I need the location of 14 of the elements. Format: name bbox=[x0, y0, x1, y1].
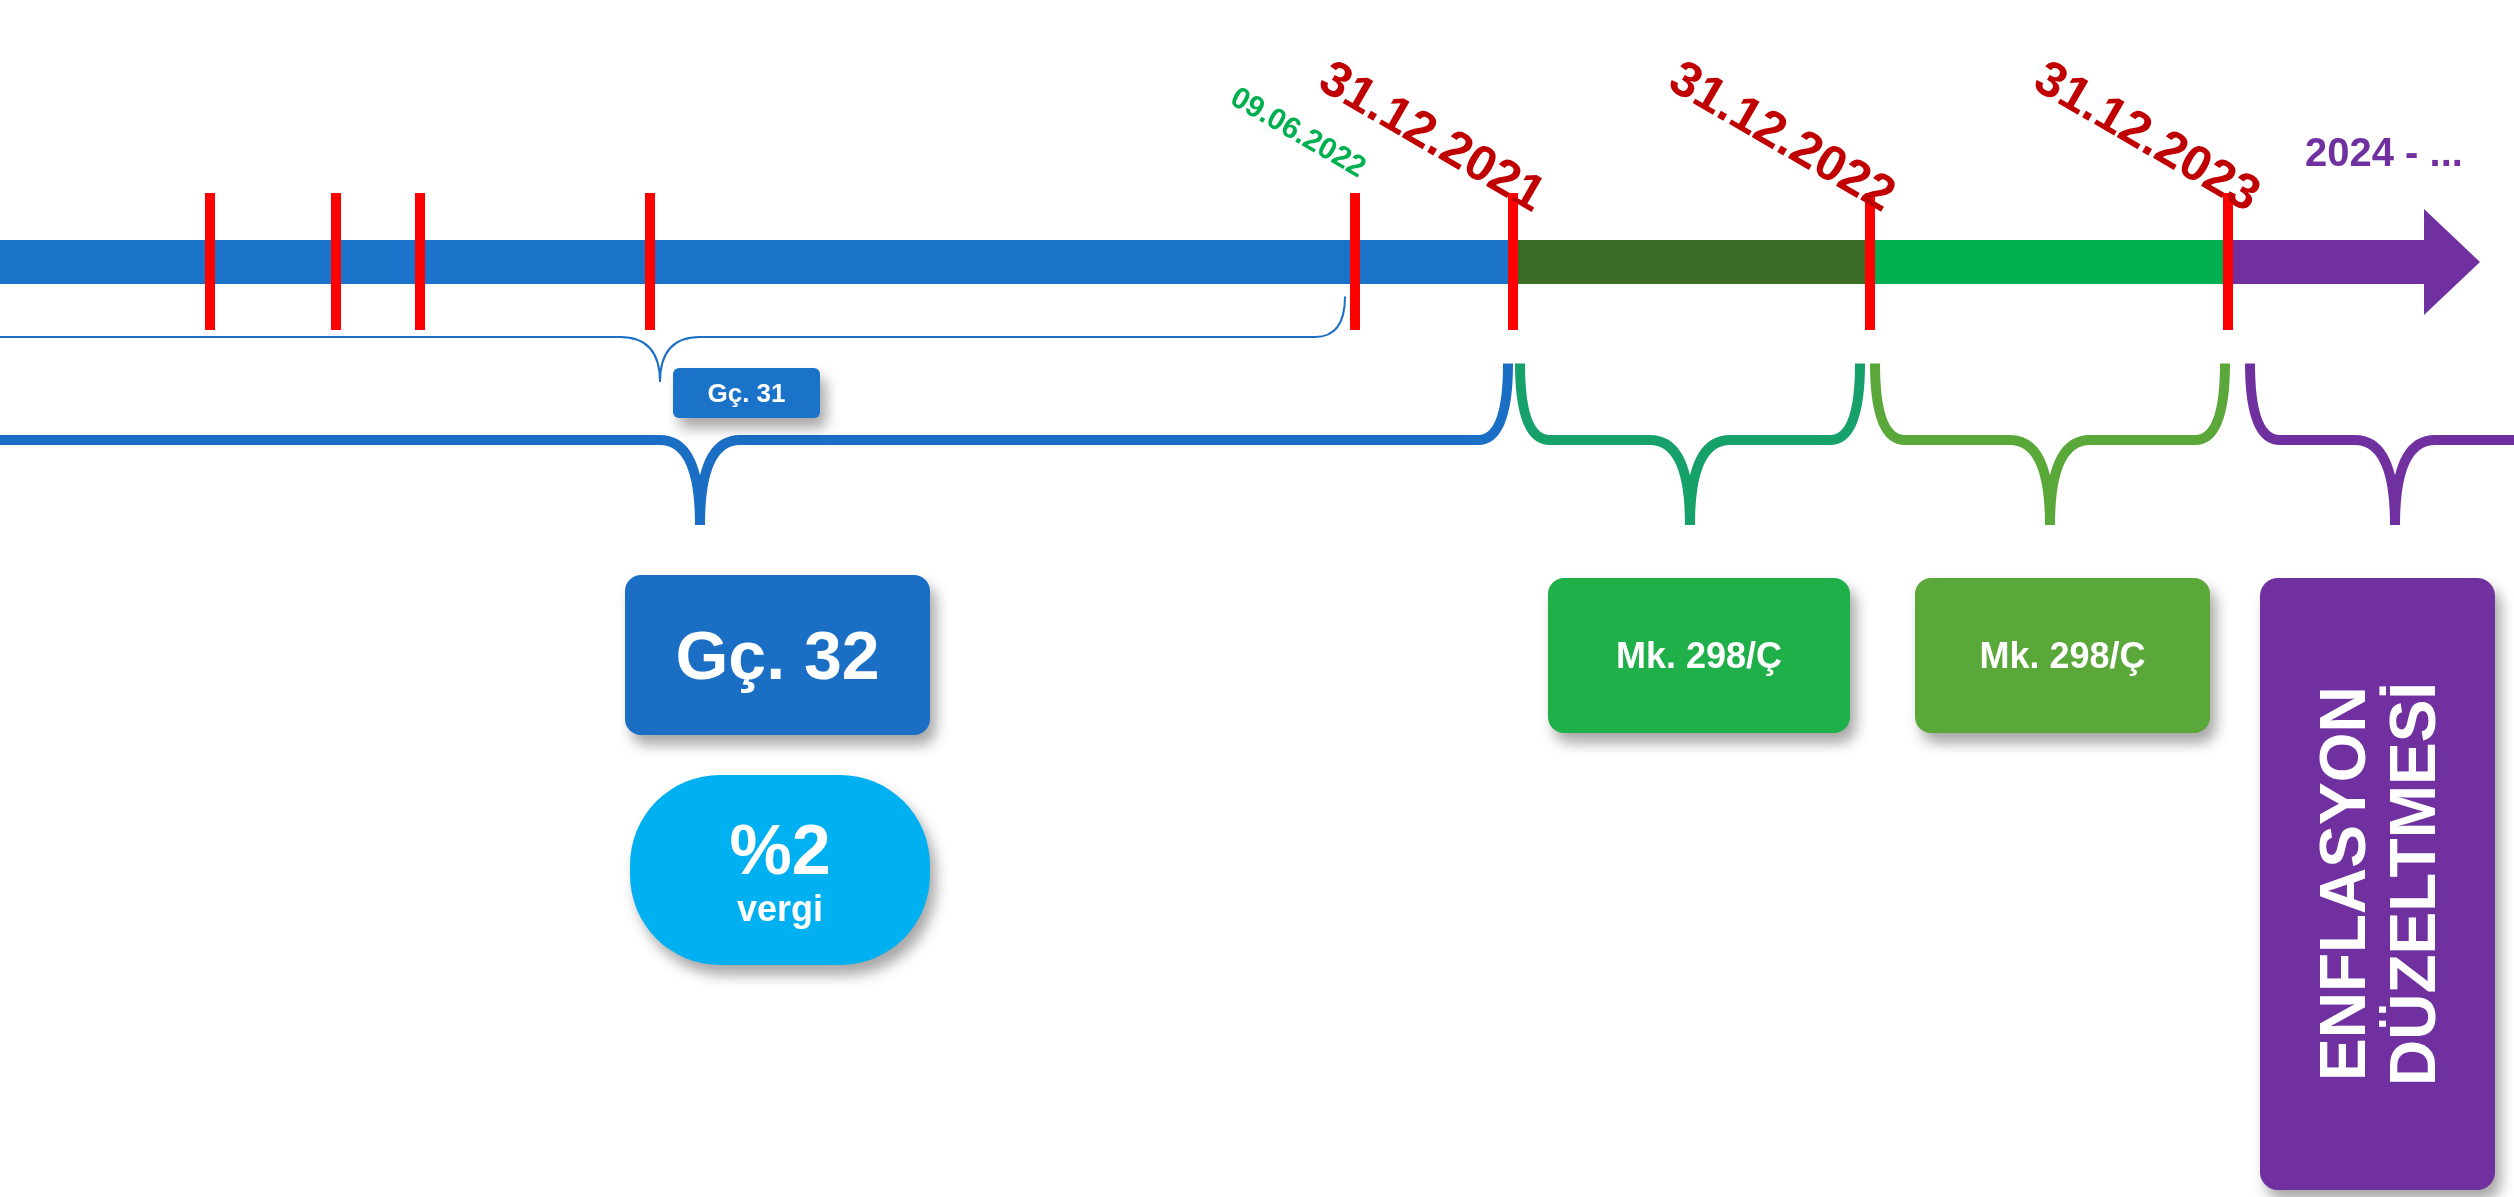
node-text: Mk. 298/Ç bbox=[1979, 635, 2146, 676]
label-box bbox=[2260, 578, 2495, 1190]
label-box bbox=[673, 368, 820, 418]
label-box bbox=[1915, 578, 2210, 733]
label-box bbox=[1548, 578, 1850, 733]
node-text: %2 bbox=[729, 811, 831, 889]
date-label: 2024 - ... bbox=[2305, 130, 2463, 175]
node-text: vergi bbox=[736, 888, 823, 929]
node-text: Gç. 31 bbox=[707, 378, 786, 408]
node-text: Mk. 298/Ç bbox=[1615, 635, 1783, 676]
pill-shape bbox=[630, 775, 930, 965]
node-text: Gç. 32 bbox=[675, 617, 880, 693]
node-text: ENFLASYON DÜZELTMESİ bbox=[2305, 680, 2450, 1089]
label-box bbox=[625, 575, 930, 735]
